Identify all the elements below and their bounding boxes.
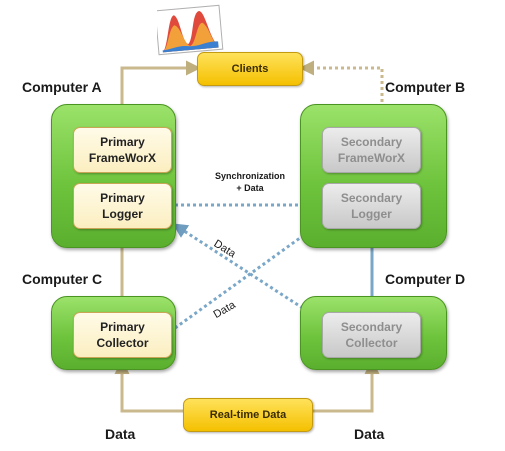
realtime-data-box[interactable]: Real-time Data — [183, 398, 313, 432]
computer-d-label: Computer D — [385, 271, 466, 287]
data-label-left: Data — [105, 426, 136, 442]
data-label-right: Data — [354, 426, 385, 442]
primary-collector-box[interactable]: Primary Collector — [73, 312, 172, 358]
sync-label: Synchronization + Data — [214, 171, 285, 193]
clients-box[interactable]: Clients — [197, 52, 303, 86]
link-rt-right — [310, 359, 380, 413]
link-rt-left — [114, 359, 184, 413]
chart-thumbnail-icon — [157, 4, 224, 56]
secondary-frameworx-box[interactable]: Secondary FrameWorX — [322, 127, 421, 173]
link-pc-sl — [174, 223, 321, 330]
secondary-collector-box[interactable]: Secondary Collector — [322, 312, 421, 358]
link-a-clients — [120, 60, 201, 108]
primary-logger-box[interactable]: Primary Logger — [73, 183, 172, 229]
computer-b-label: Computer B — [385, 79, 466, 95]
computer-c-label: Computer C — [22, 271, 103, 287]
secondary-logger-box[interactable]: Secondary Logger — [322, 183, 421, 229]
primary-frameworx-box[interactable]: Primary FrameWorX — [73, 127, 172, 173]
link-b-clients — [299, 60, 384, 108]
computer-a-label: Computer A — [22, 79, 102, 95]
link-sc-pl — [172, 223, 319, 320]
